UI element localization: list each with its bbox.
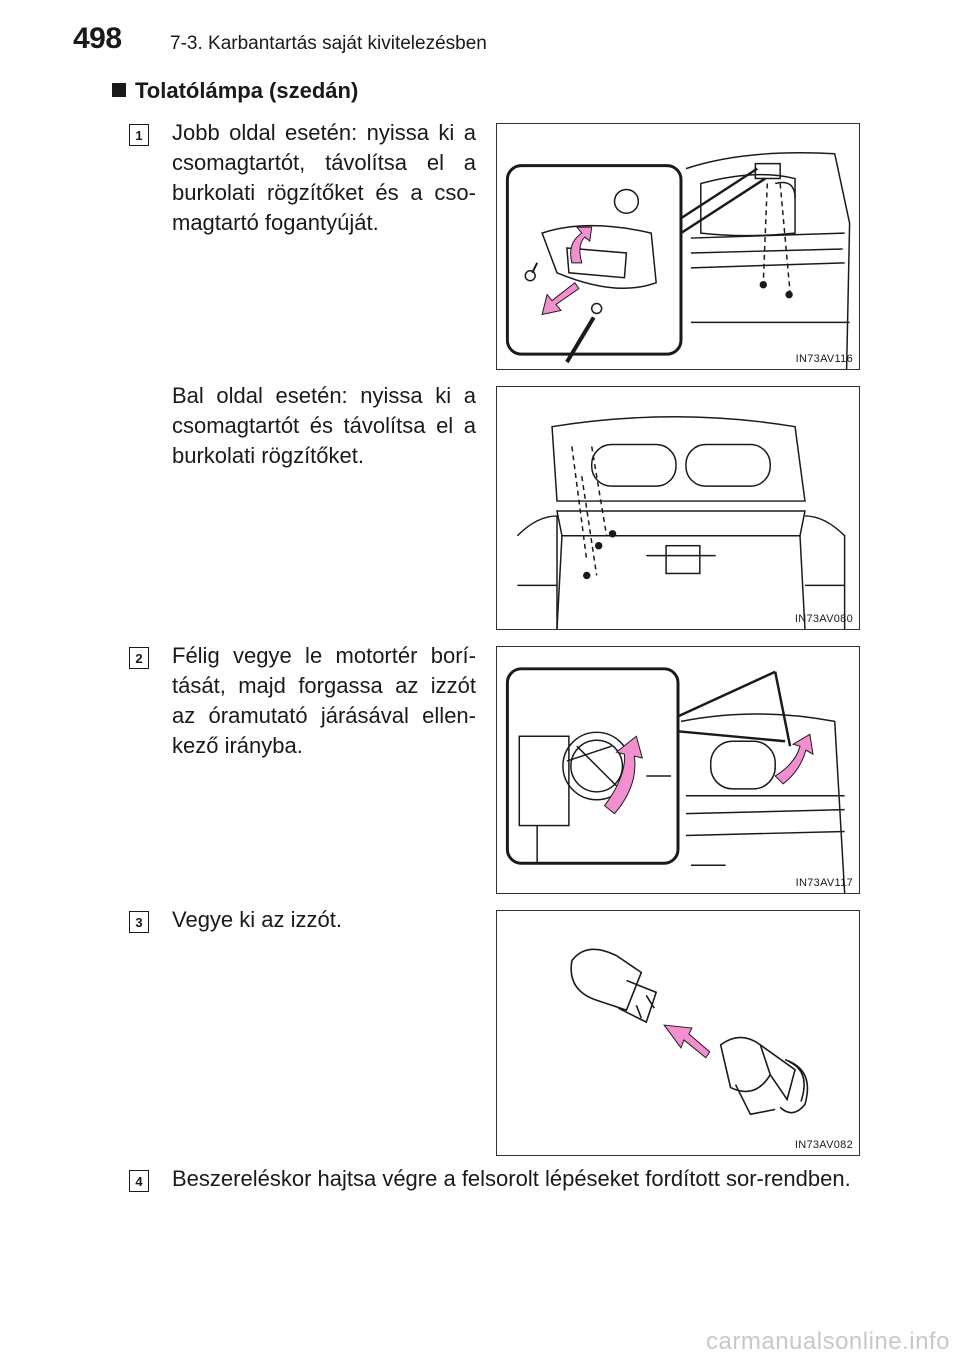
step-3-text: Vegye ki az izzót. <box>172 907 342 932</box>
section-heading: Tolatólámpa (szedán) <box>112 78 358 104</box>
step-1-text: Jobb oldal esetén: nyissa ki a csomagtar… <box>172 120 476 235</box>
step-number-3: 3 <box>129 911 149 933</box>
chapter-title: 7-3. Karbantartás saját kivitelezésben <box>170 33 487 54</box>
figure-code: IN73AV116 <box>795 353 853 365</box>
bulb-removal-illustration <box>570 948 809 1116</box>
square-bullet-icon <box>112 83 126 97</box>
figure-code: IN73AV082 <box>794 1139 853 1151</box>
figure-bulb-removal: IN73AV082 <box>496 910 860 1156</box>
page-number: 498 <box>73 22 122 55</box>
step-4-text: Beszereléskor hajtsa végre a felsorolt l… <box>172 1166 851 1191</box>
step-number-2: 2 <box>129 647 149 669</box>
figure-trunk-right-handle: IN73AV116 <box>496 123 860 370</box>
trunk-handle-illustration <box>505 152 851 369</box>
figure-code: IN73AV117 <box>795 877 853 889</box>
step-number-4: 4 <box>129 1170 149 1192</box>
trunk-lid-illustration <box>516 416 846 629</box>
step-2-text: Félig vegye le motortér borí-tását, majd… <box>172 643 476 758</box>
step-number-1: 1 <box>129 124 149 146</box>
figure-trunk-left-fasteners: IN73AV080 <box>496 386 860 630</box>
section-title: Tolatólámpa (szedán) <box>135 78 359 103</box>
watermark: carmanualsonline.info <box>706 1328 950 1355</box>
figure-bulb-socket-rotation: IN73AV117 <box>496 646 860 894</box>
figure-code: IN73AV080 <box>794 613 853 625</box>
bulb-rotation-illustration <box>505 667 846 893</box>
step-1b-text: Bal oldal esetén: nyissa ki a csomagtart… <box>172 383 476 468</box>
